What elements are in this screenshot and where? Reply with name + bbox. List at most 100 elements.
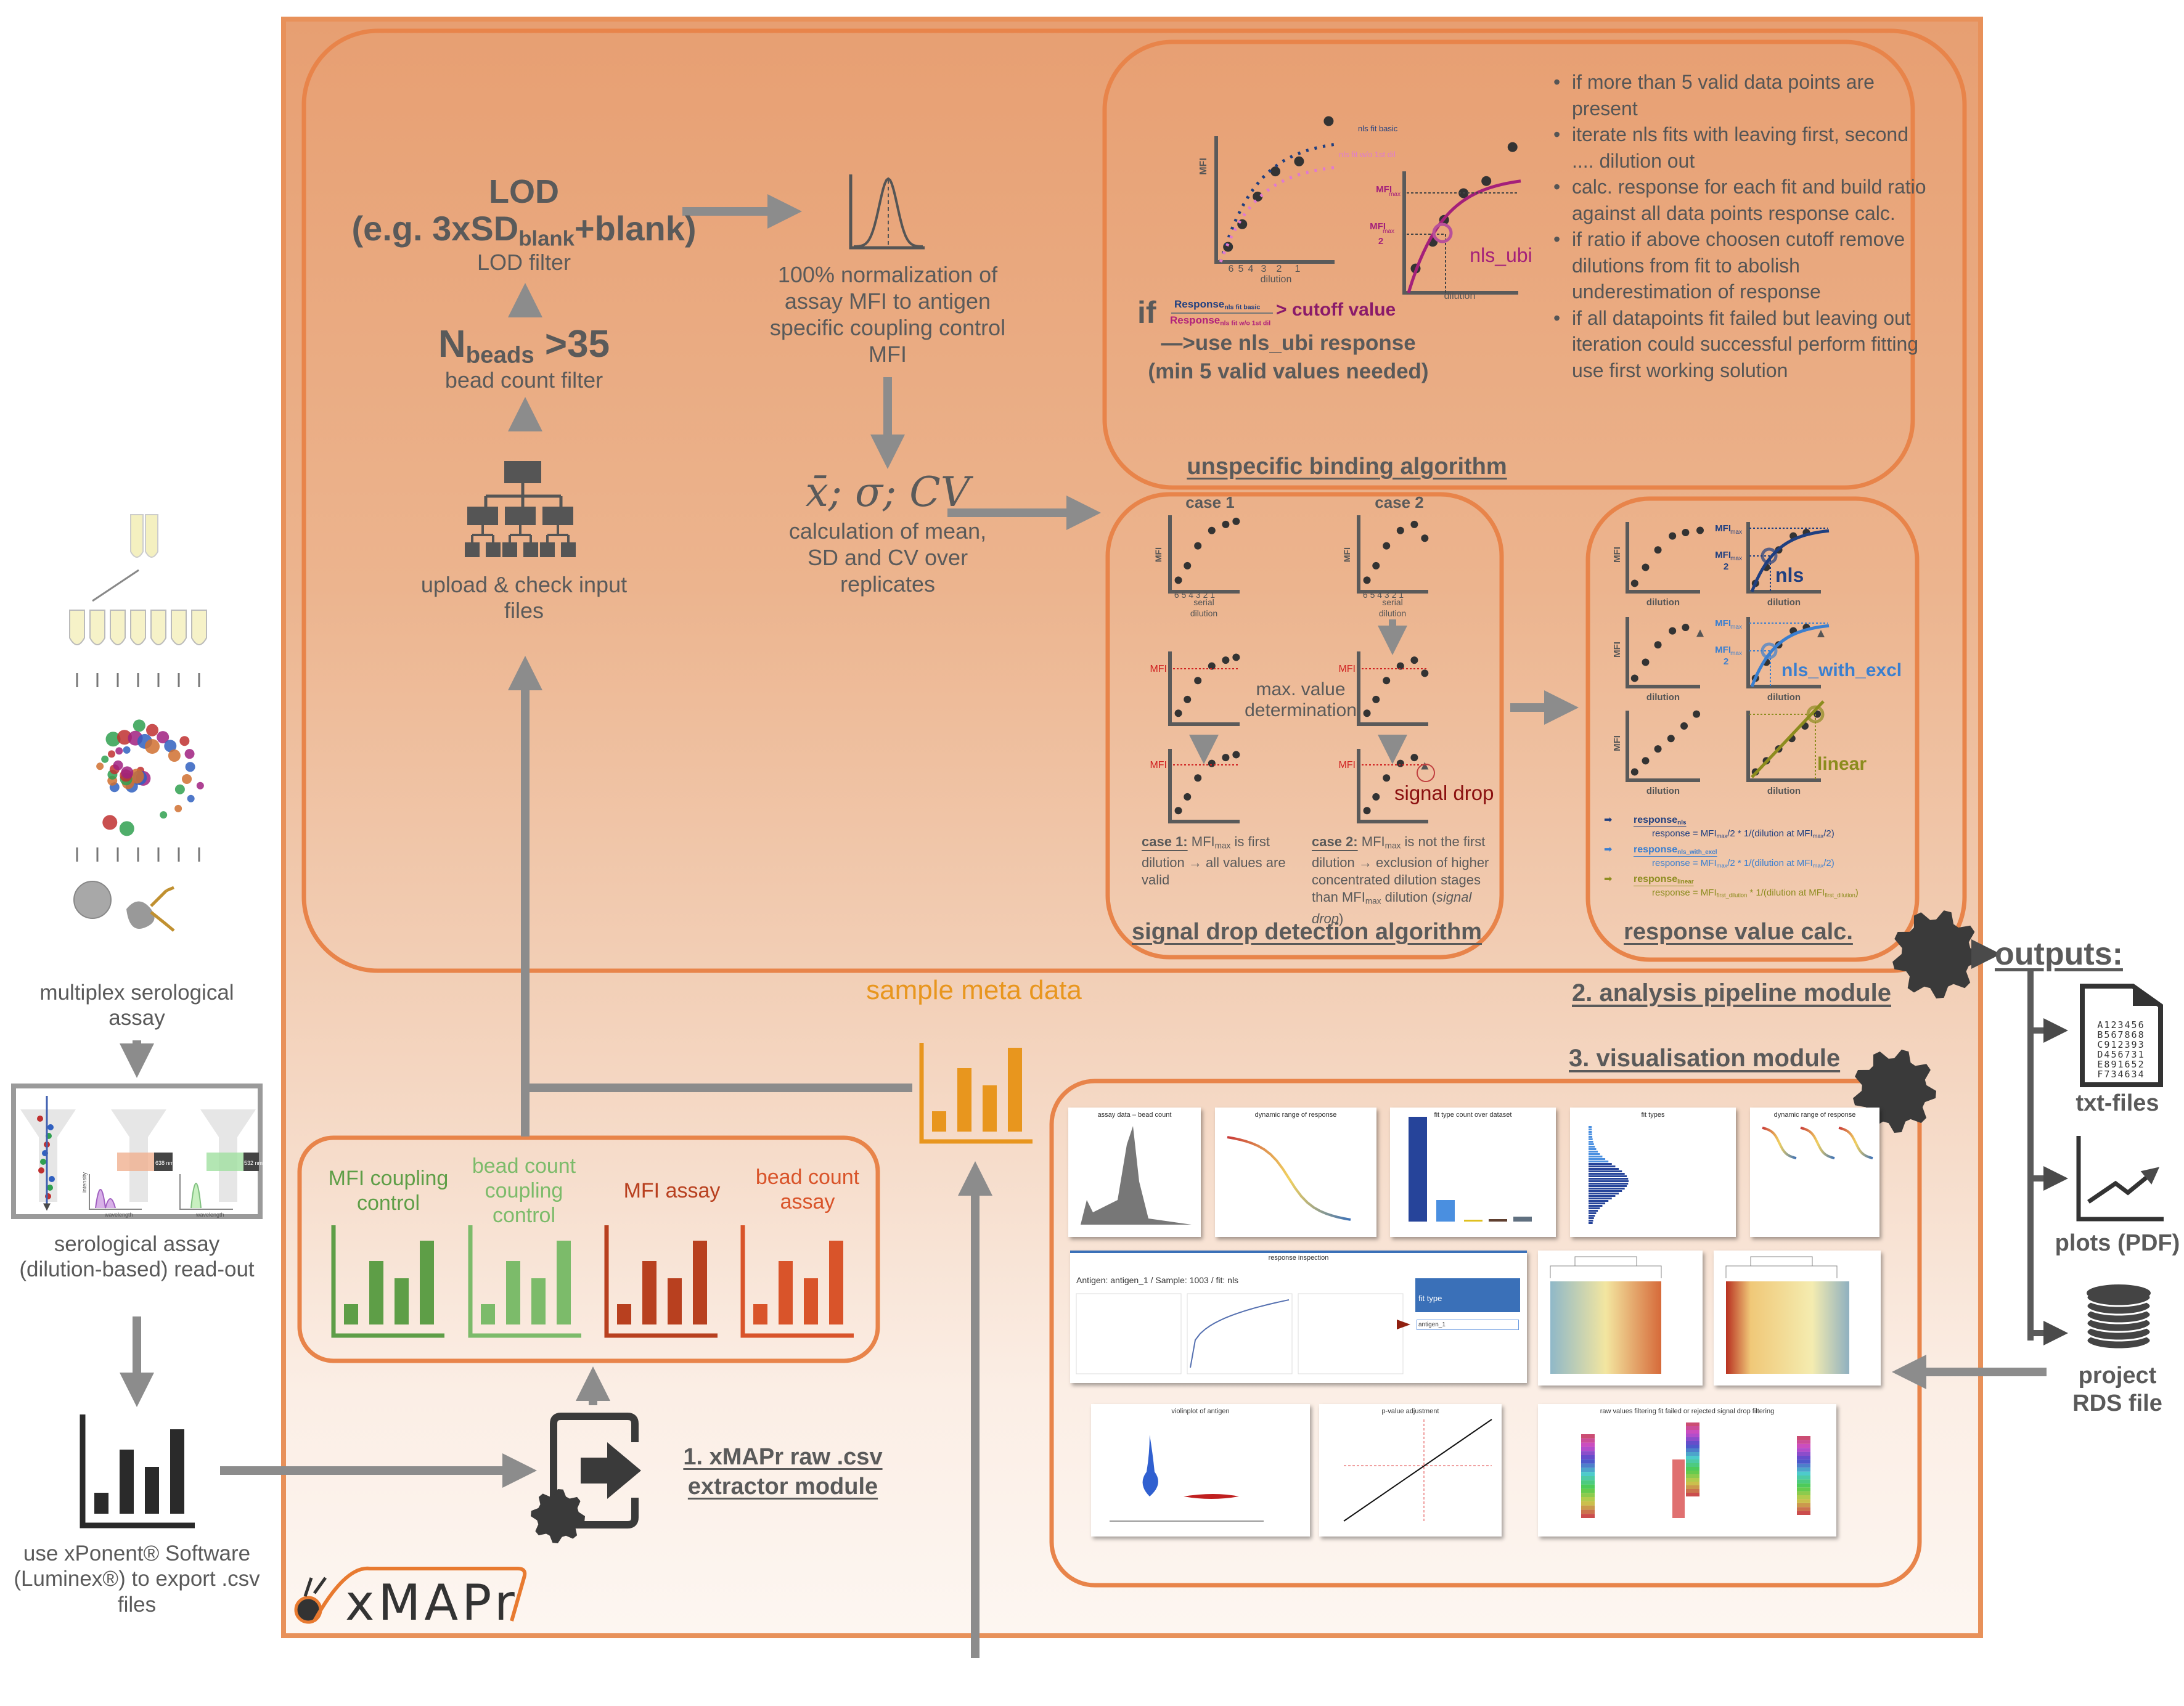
data-point: [1682, 623, 1690, 631]
visualisation-box: [1049, 1079, 1922, 1588]
case2-head: case 2:: [1312, 834, 1358, 849]
bead-filter-main: N: [438, 323, 466, 365]
t: MFI: [1357, 834, 1385, 849]
numerator-sub: nls fit basic: [1224, 303, 1261, 311]
plot-axes: [1168, 651, 1240, 726]
legend-arrow-icon: ➡: [1604, 844, 1613, 855]
bullet: if ratio if above choosen cutoff remove …: [1553, 226, 1936, 305]
ratio-numerator: Responsenls fit basic: [1174, 298, 1260, 311]
data-point: [1270, 166, 1280, 177]
t: ): [1339, 910, 1344, 926]
response-value-box: [1585, 496, 1920, 962]
legend-formula: response = MFIfirst_dilution * 1/(diluti…: [1652, 888, 1859, 899]
signal-drop-label: signal drop: [1394, 782, 1494, 804]
file-row: D456731: [2097, 1049, 2145, 1060]
data-point: [1481, 176, 1492, 186]
nls-fit-basic-plot: [1214, 116, 1335, 264]
mfi-axis-label: MFI: [1198, 158, 1209, 175]
nls-fit-basic-label: nls fit basic: [1358, 124, 1398, 133]
min-values-note: (min 5 valid values needed): [1148, 359, 1429, 383]
analysis-module-label: 2. analysis pipeline module: [1572, 979, 1891, 1006]
if-label: if: [1137, 295, 1156, 330]
mfi-max-label: MFI: [1715, 523, 1731, 534]
dilution-axis-label: dilution: [1261, 274, 1292, 285]
visualisation-screenshot: [1714, 1251, 1881, 1386]
multiplex-assay-illustration: [69, 514, 207, 932]
dilution-label: dilution: [1190, 608, 1217, 618]
lod-filter-label: LOD filter: [476, 250, 571, 275]
visualisation-screenshot: violinplot of antigen: [1091, 1404, 1310, 1537]
database-icon: [2085, 1284, 2152, 1350]
half-denominator: 2: [1724, 561, 1728, 572]
half-max-marker: [1432, 222, 1453, 243]
ratio-denominator: Responsenls fit w/o 1st dil: [1170, 314, 1270, 327]
data-point: [1363, 807, 1371, 815]
data-point: [1194, 542, 1202, 550]
t: * 1/(dilution at MFI: [1747, 888, 1825, 898]
card-title: dynamic range of response: [1773, 1111, 1856, 1119]
laser-red-label: 638 nm: [155, 1160, 174, 1166]
input-bar-chart-icon: [604, 1225, 718, 1338]
antigen-select[interactable]: antigen_1: [1417, 1320, 1519, 1330]
unspecific-title: unspecific binding algorithm: [1187, 454, 1507, 480]
t: response = MFI: [1652, 828, 1717, 839]
dilution-tick: 3: [1261, 264, 1267, 274]
legend-response-name: responsenls_with_excl: [1634, 844, 1717, 856]
serial-label: serial: [1193, 597, 1214, 607]
logo-text: xMAPr: [345, 1574, 518, 1631]
file-row: A123456: [2097, 1019, 2145, 1031]
visualisation-screenshot: fit type count over dataset: [1390, 1108, 1556, 1237]
normal-distribution-icon: [849, 174, 925, 250]
output-plots-label: plots (PDF): [2055, 1230, 2180, 1256]
data-point: [1630, 768, 1638, 776]
t: max: [1716, 862, 1728, 869]
case1-result-plot: [1168, 749, 1240, 823]
data-point: [1654, 546, 1662, 554]
t: /2): [1823, 828, 1834, 839]
pipette-arrow: [92, 569, 139, 602]
legend-formula: response = MFImax/2 * 1/(dilution at MFI…: [1652, 828, 1834, 839]
legend-response-name: responselinear: [1634, 874, 1694, 886]
data-point: [1383, 677, 1391, 685]
data-point: [1253, 191, 1263, 202]
linear-raw-plot: [1626, 710, 1701, 782]
data-point: [1383, 542, 1391, 550]
signal-drop-marker: [1417, 764, 1435, 782]
card-title: response inspection: [1268, 1254, 1329, 1262]
xmapr-logo: xMAPr: [294, 1566, 527, 1631]
normalization-label: 100% normalization of assay MFI to antig…: [769, 262, 1006, 367]
bar: [170, 1429, 184, 1514]
dilution-label: dilution: [1646, 786, 1680, 796]
use-nls-ubi: —>use nls_ubi response: [1161, 331, 1416, 355]
numerator-text: Response: [1174, 298, 1225, 310]
data-point: [1667, 735, 1675, 743]
card-plot: [1762, 1127, 1873, 1159]
fit-type-panel: fit type: [1418, 1294, 1442, 1303]
max-sub: max: [1730, 650, 1742, 657]
dilution-label: dilution: [1379, 608, 1406, 618]
bar: [369, 1261, 383, 1324]
max-sub: max: [1730, 555, 1742, 562]
data-point: [1184, 695, 1192, 703]
bar: [481, 1304, 495, 1324]
plot-axes: [1746, 617, 1821, 688]
card-plot: [1081, 1126, 1192, 1225]
data-point: [1669, 627, 1677, 635]
t: max: [1716, 833, 1728, 839]
plot-axes: [1626, 617, 1700, 688]
input-bar-chart-icon: [468, 1225, 581, 1338]
t: ): [1855, 888, 1859, 898]
card-plot: [1409, 1117, 1532, 1222]
t: max: [1812, 862, 1824, 869]
bar: [642, 1261, 656, 1324]
cutoff-label: > cutoff value: [1276, 300, 1396, 320]
dilution-tick: 6: [1229, 264, 1234, 274]
data-point: [1410, 520, 1418, 528]
t: response: [1634, 815, 1678, 825]
bar: [557, 1241, 571, 1324]
card-plot: [1110, 1435, 1264, 1522]
serial-label: serial: [1382, 597, 1402, 607]
data-point: [1184, 561, 1192, 569]
dilution-tick: 5: [1238, 264, 1244, 274]
